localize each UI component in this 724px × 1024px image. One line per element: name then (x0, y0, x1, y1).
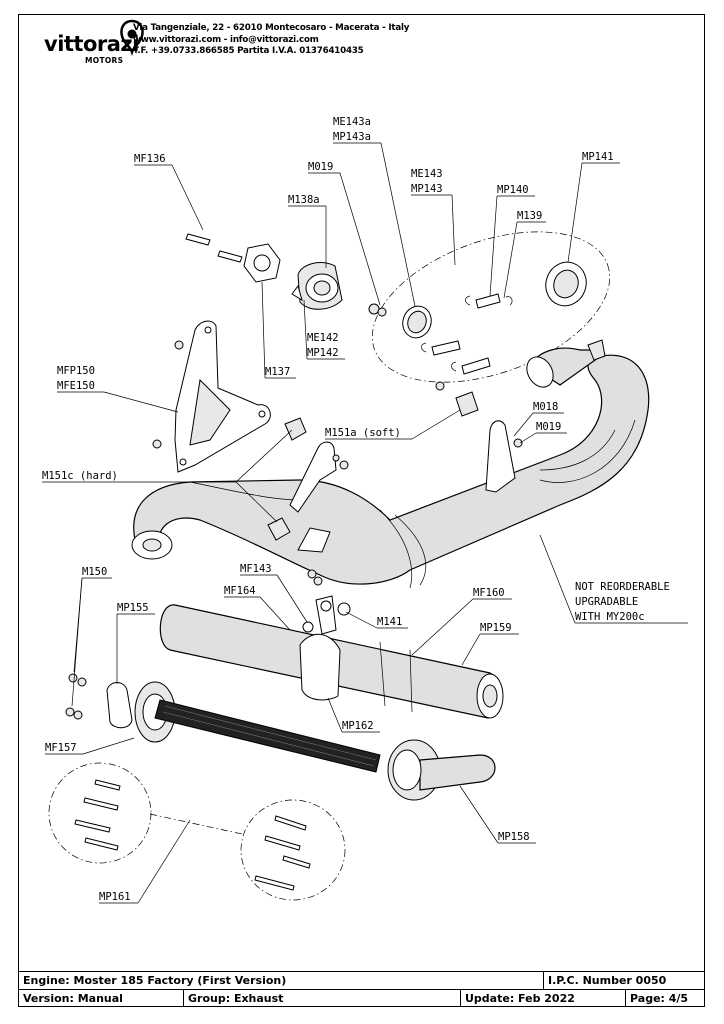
gasket-part (243, 243, 281, 283)
label-m137: M137 (265, 366, 290, 378)
drawing-sheet-border (18, 14, 705, 1007)
title-block-ipc-number: I.P.C. Number 0050 (543, 971, 705, 989)
label-m139: M139 (517, 210, 542, 222)
label-mp141: MP141 (582, 151, 614, 163)
logo-subtitle: MOTORS (85, 56, 124, 65)
logo-name: vittorazi (44, 32, 139, 56)
group-connector-line (149, 813, 243, 835)
rivet-parts (74, 779, 311, 891)
title-block-divider (183, 989, 184, 1007)
label-m019-top: M019 (308, 161, 333, 173)
spring-parts (421, 293, 513, 375)
title-block: Engine: Moster 185 Factory (First Versio… (18, 971, 705, 1007)
label-me143a: ME143a (333, 116, 371, 128)
title-block-divider (543, 971, 544, 989)
label-mp162: MP162 (342, 720, 374, 732)
title-block-update: Update: Feb 2022 (460, 989, 625, 1007)
label-mp158: MP158 (498, 831, 530, 843)
ring-parts (402, 261, 587, 339)
mounting-bracket-lower (289, 420, 516, 553)
label-mp155: MP155 (117, 602, 149, 614)
label-mfe150: MFE150 (57, 380, 95, 392)
label-m151a: M151a (soft) (325, 427, 401, 439)
label-m150: M150 (82, 566, 107, 578)
rubber-mount-parts (267, 391, 479, 541)
silencer-clamp-bracket (302, 595, 351, 635)
label-m141: M141 (377, 616, 402, 628)
exhaust-flange-left (131, 530, 173, 560)
address-line-1: Via Tangenziale, 22 - 62010 Montecosaro … (133, 23, 410, 33)
group-outline-rivets-right (240, 799, 346, 901)
title-block-group: Group: Exhaust (183, 989, 460, 1007)
label-mf136: MF136 (134, 153, 166, 165)
group-outline-springs (371, 231, 611, 383)
label-mp142: MP142 (307, 347, 339, 359)
label-mf143: MF143 (240, 563, 272, 575)
label-mf164: MF164 (224, 585, 256, 597)
silencer-body (159, 604, 504, 719)
title-block-engine: Engine: Moster 185 Factory (First Versio… (18, 971, 543, 989)
label-m018: M018 (533, 401, 558, 413)
label-me143: ME143 (411, 168, 443, 180)
label-m138a: M138a (288, 194, 320, 206)
label-mfp150: MFP150 (57, 365, 95, 377)
label-m019-right: M019 (536, 421, 561, 433)
label-not-reorderable-3: WITH MY200c (575, 611, 645, 623)
exhaust-outlet-right (526, 339, 606, 388)
perforated-tube (154, 699, 381, 773)
label-m151c: M151c (hard) (42, 470, 118, 482)
title-block-page: Page: 4/5 (625, 989, 705, 1007)
label-mp159: MP159 (480, 622, 512, 634)
label-mp140: MP140 (497, 184, 529, 196)
pin-parts (185, 233, 243, 263)
label-me142: ME142 (307, 332, 339, 344)
group-outline-rivets-left (48, 762, 152, 864)
address-line-2: www.vittorazi.com - info@vittorazi.com (133, 35, 319, 45)
label-mf157: MF157 (45, 742, 77, 754)
label-mp161: MP161 (99, 891, 131, 903)
title-block-version: Version: Manual (18, 989, 183, 1007)
address-line-3: T.F. +39.0733.866585 Partita I.V.A. 0137… (133, 46, 364, 56)
header: vittorazi MOTORS (44, 18, 544, 74)
label-mp143: MP143 (411, 183, 443, 195)
support-frame (174, 320, 271, 473)
label-not-reorderable-2: UPGRADABLE (575, 596, 638, 608)
vittorazi-logo-icon (120, 19, 144, 56)
label-mf160: MF160 (473, 587, 505, 599)
label-not-reorderable-1: NOT REORDERABLE (575, 581, 670, 593)
manifold-part (291, 262, 343, 310)
silencer-endcap-outlet (387, 739, 496, 801)
title-block-divider (625, 989, 626, 1007)
label-mp143a: MP143a (333, 131, 371, 143)
title-block-divider (460, 989, 461, 1007)
